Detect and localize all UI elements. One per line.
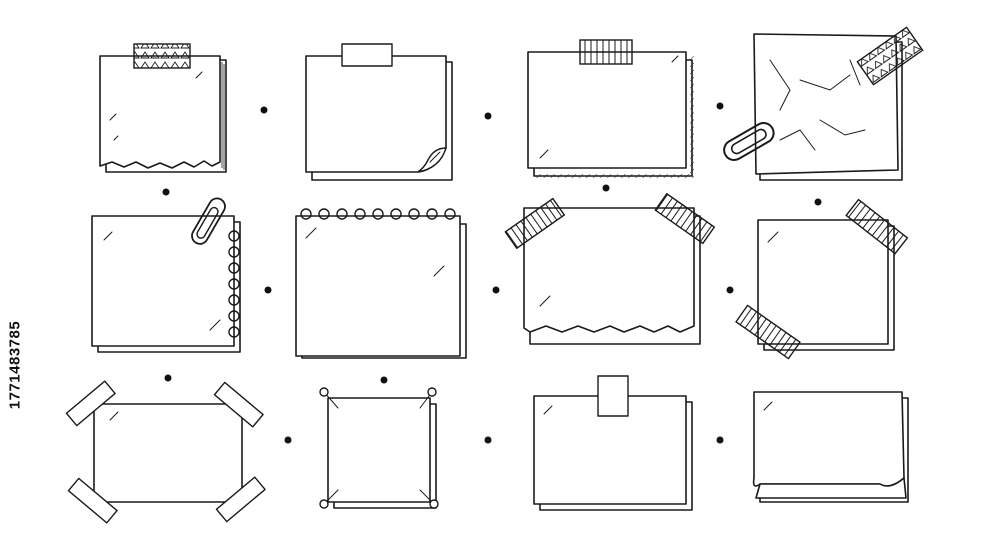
bullet-dot bbox=[814, 198, 822, 206]
bullet-dot bbox=[162, 188, 170, 196]
stock-id-label: 1771483785 bbox=[4, 300, 26, 430]
bullet-dot bbox=[380, 376, 388, 384]
note-pinned-corners bbox=[319, 387, 439, 509]
pin-icon bbox=[419, 489, 439, 509]
note-striped-tape bbox=[527, 39, 694, 178]
pin-icon bbox=[319, 489, 339, 509]
note-folded-bottom bbox=[752, 391, 909, 503]
note-torn-patterned-tape bbox=[99, 43, 227, 173]
bullet-dot bbox=[260, 106, 268, 114]
bullet-dot bbox=[726, 286, 734, 294]
pin-icon bbox=[319, 387, 339, 409]
note-corner-tape-torn bbox=[504, 192, 716, 345]
spiral-rings bbox=[228, 230, 240, 338]
note-tape-top bbox=[533, 375, 693, 511]
bullet-dot bbox=[284, 436, 292, 444]
spiral-rings bbox=[300, 208, 456, 220]
note-spiral-side bbox=[91, 197, 241, 353]
note-curled-corner bbox=[305, 43, 453, 181]
note-spiral-top bbox=[295, 208, 467, 359]
note-four-corner-tapes bbox=[65, 380, 266, 524]
note-diagonal-tapes bbox=[735, 198, 909, 360]
bullet-dot bbox=[716, 102, 724, 110]
bullet-dot bbox=[484, 112, 492, 120]
pin-icon bbox=[419, 387, 437, 409]
note-crumpled-paperclip bbox=[723, 26, 924, 181]
bullet-dot bbox=[602, 184, 610, 192]
bullet-dot bbox=[164, 374, 172, 382]
bullet-dot bbox=[484, 436, 492, 444]
stock-id-text: 1771483785 bbox=[6, 320, 24, 410]
bullet-dot bbox=[492, 286, 500, 294]
bullet-dot bbox=[264, 286, 272, 294]
bullet-dot bbox=[716, 436, 724, 444]
